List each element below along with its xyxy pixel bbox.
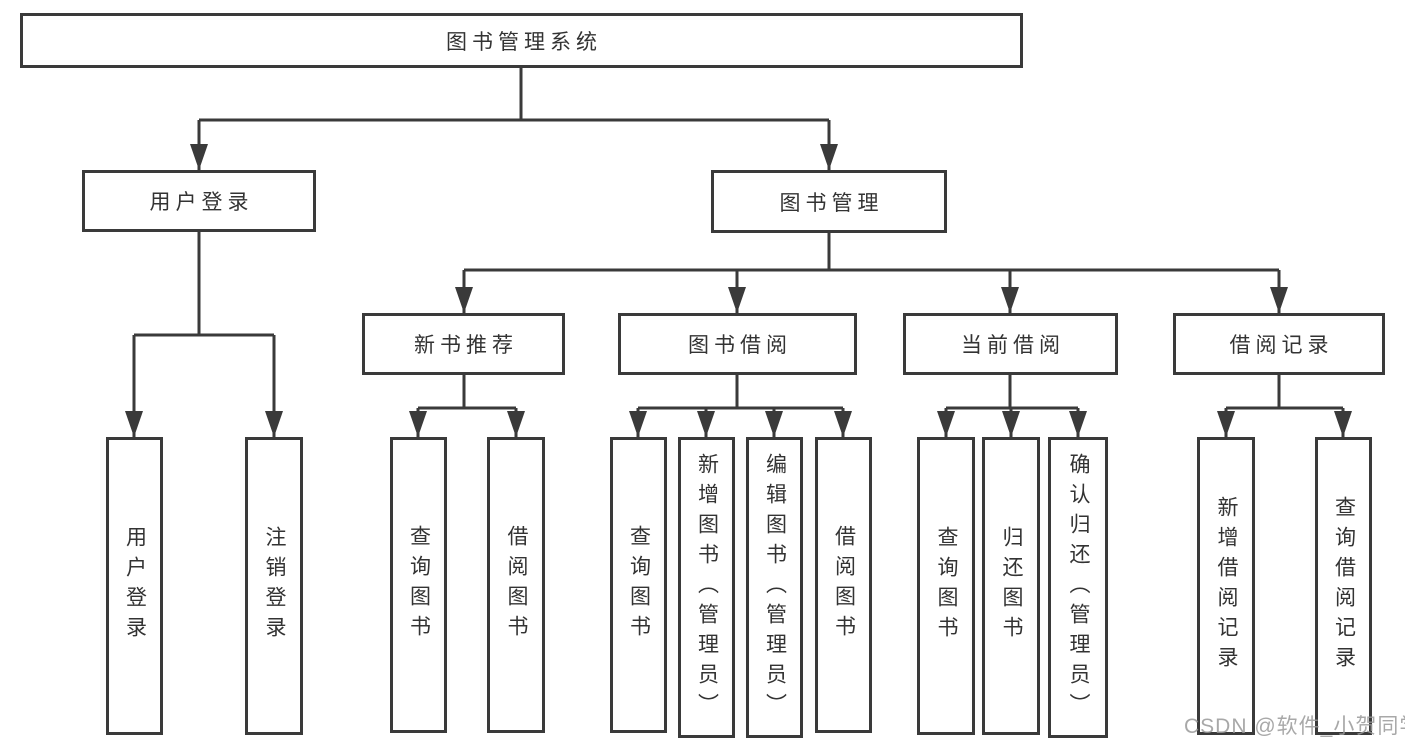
leaf-borrow-books-recommend: 借阅图书	[487, 437, 545, 733]
node-new-book-recommend-label: 新书推荐	[414, 334, 518, 357]
node-book-borrowing-label: 图书借阅	[688, 334, 792, 357]
leaf-query-books-current: 查询图书	[917, 437, 975, 735]
leaf-return-books-label: 归还图书	[1000, 526, 1023, 646]
leaf-add-borrowing-record: 新增借阅记录	[1197, 437, 1255, 735]
leaf-return-books: 归还图书	[982, 437, 1040, 735]
leaf-logout-label: 注销登录	[263, 526, 286, 646]
leaf-query-borrowing-record: 查询借阅记录	[1315, 437, 1372, 735]
node-book-borrowing: 图书借阅	[618, 313, 857, 375]
leaf-confirm-return-admin-label: 确认归还（管理员）	[1067, 452, 1090, 723]
node-borrowing-records: 借阅记录	[1173, 313, 1385, 375]
node-user-login-label: 用户登录	[149, 191, 254, 214]
leaf-query-borrowing-record-label: 查询借阅记录	[1332, 496, 1356, 676]
leaf-logout: 注销登录	[245, 437, 303, 735]
node-user-login: 用户登录	[82, 170, 316, 232]
node-borrowing-records-label: 借阅记录	[1229, 334, 1334, 357]
leaf-query-books-borrowing-label: 查询图书	[627, 525, 651, 645]
node-root-system: 图书管理系统	[20, 13, 1023, 68]
node-book-management-label: 图书管理	[779, 191, 884, 215]
node-current-borrowing: 当前借阅	[903, 313, 1118, 375]
leaf-add-books-admin: 新增图书（管理员）	[678, 437, 735, 738]
node-root-label: 图书管理系统	[446, 30, 602, 54]
leaf-query-books-current-label: 查询图书	[935, 526, 958, 646]
leaf-add-borrowing-record-label: 新增借阅记录	[1215, 496, 1238, 676]
leaf-query-books-recommend: 查询图书	[390, 437, 447, 733]
leaf-user-login: 用户登录	[106, 437, 163, 735]
node-new-book-recommend: 新书推荐	[362, 313, 565, 375]
csdn-watermark: CSDN @软件_小贺同学	[1184, 715, 1405, 738]
leaf-user-login-label: 用户登录	[123, 526, 147, 646]
leaf-borrow-books-borrowing: 借阅图书	[815, 437, 872, 733]
node-book-management: 图书管理	[711, 170, 947, 233]
leaf-borrow-books-borrowing-label: 借阅图书	[832, 525, 856, 645]
leaf-query-books-borrowing: 查询图书	[610, 437, 667, 733]
leaf-add-books-admin-label: 新增图书（管理员）	[695, 452, 719, 723]
leaf-confirm-return-admin: 确认归还（管理员）	[1048, 437, 1108, 738]
node-current-borrowing-label: 当前借阅	[961, 334, 1065, 357]
leaf-query-books-recommend-label: 查询图书	[407, 525, 431, 645]
leaf-edit-books-admin-label: 编辑图书（管理员）	[763, 452, 787, 723]
leaf-edit-books-admin: 编辑图书（管理员）	[746, 437, 803, 738]
leaf-borrow-books-recommend-label: 借阅图书	[505, 525, 528, 645]
arrowheads	[125, 144, 1352, 437]
